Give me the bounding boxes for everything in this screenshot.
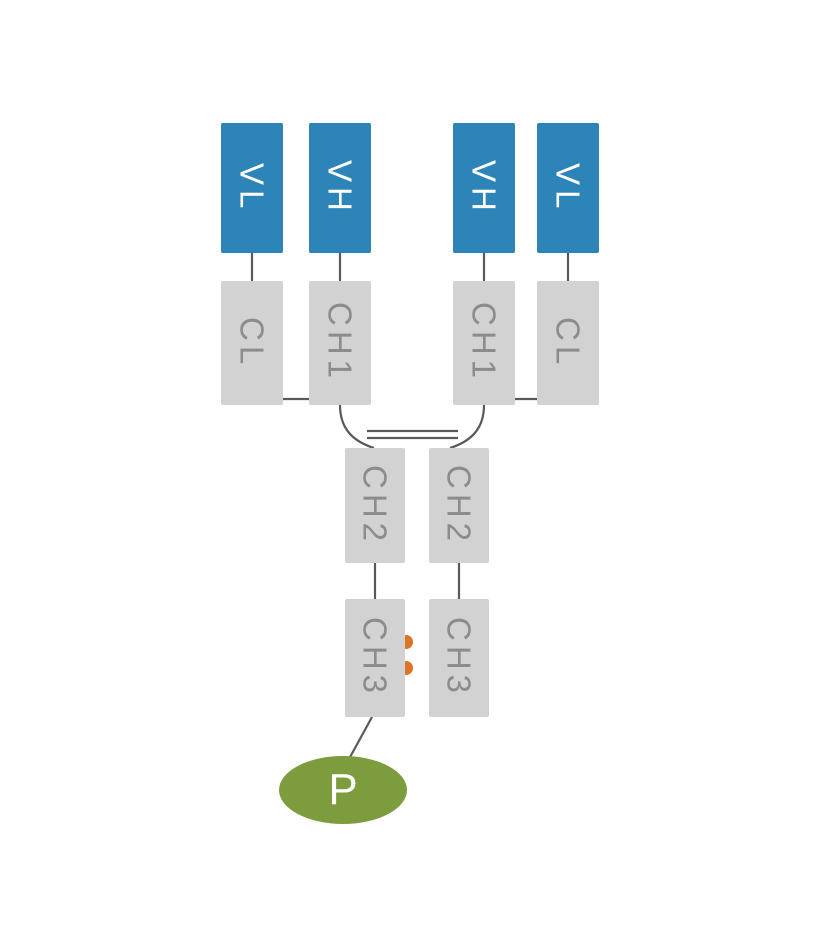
domain-vh-left-label: VH <box>321 160 359 216</box>
domain-ch3-left: CH3 <box>345 599 405 717</box>
domain-cl-right: CL <box>537 281 599 405</box>
domain-ch1-right: CH1 <box>453 281 515 405</box>
domain-vl-right-label: VL <box>549 162 587 214</box>
payload-connector <box>348 716 373 760</box>
domain-vl-right: VL <box>537 123 599 253</box>
domain-ch1-left: CH1 <box>309 281 371 405</box>
domain-vl-left: VL <box>221 123 283 253</box>
domain-ch2-right-label: CH2 <box>440 464 478 547</box>
domain-ch1-right-label: CH1 <box>465 302 503 384</box>
domain-ch1-left-label: CH1 <box>321 302 359 384</box>
domain-vh-right-label: VH <box>465 160 503 216</box>
domain-ch3-right: CH3 <box>429 599 489 717</box>
payload-ellipse: P <box>279 756 407 824</box>
hinge-curve-left <box>338 404 375 450</box>
domain-ch3-left-label: CH3 <box>356 617 394 699</box>
domain-vh-left: VH <box>309 123 371 253</box>
domain-cl-left: CL <box>221 281 283 405</box>
domain-vl-left-label: VL <box>233 162 271 214</box>
payload-label: P <box>328 765 358 814</box>
hinge-curve-right <box>449 404 486 450</box>
domain-ch3-right-label: CH3 <box>440 617 478 699</box>
domain-cl-left-label: CL <box>233 316 271 370</box>
domain-ch2-left-label: CH2 <box>356 464 394 547</box>
domain-vh-right: VH <box>453 123 515 253</box>
domain-cl-right-label: CL <box>549 316 587 370</box>
domain-ch2-left: CH2 <box>345 448 405 563</box>
domain-ch2-right: CH2 <box>429 448 489 563</box>
